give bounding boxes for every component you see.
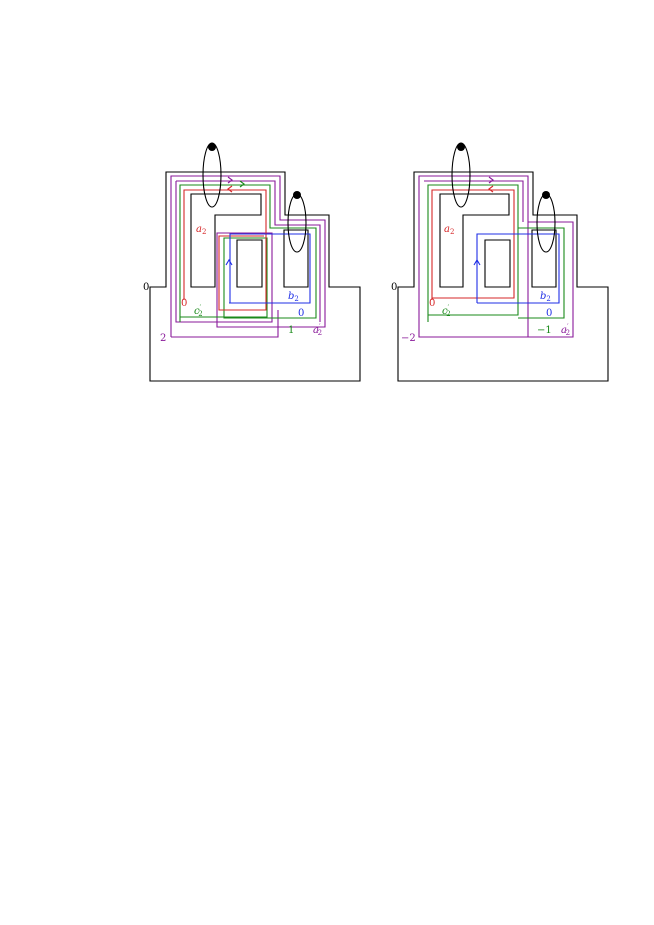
right-label-b2: b2 [540, 291, 551, 303]
left-label-purple-2: 2 [160, 333, 166, 344]
right-label-a2p: a′2 [561, 323, 570, 337]
left-arrow-blue [225, 258, 233, 266]
right-label-green-m1: −1 [537, 325, 552, 336]
right-ellipse-2 [536, 193, 556, 253]
right-dot-1 [457, 143, 465, 151]
left-curve-a2p-inner [176, 180, 321, 322]
right-curve-purple-left [418, 175, 529, 338]
left-handle-outline [149, 171, 361, 382]
right-slot-right [531, 229, 557, 288]
right-label-blue-0: 0 [546, 308, 552, 319]
right-label-framing: 0 [391, 282, 397, 293]
left-curve-a2 [183, 189, 267, 311]
right-handle-outline [397, 171, 609, 382]
left-label-b2: b2 [288, 291, 299, 303]
right-dot-2 [542, 191, 550, 199]
right-diagram [397, 142, 609, 382]
left-arrow-purple [227, 176, 233, 184]
left-ellipse-1 [202, 142, 222, 208]
left-curve-c2p [179, 184, 317, 322]
right-label-purple-m2: −2 [401, 333, 416, 344]
left-curve-purple-bottom [171, 310, 279, 338]
right-slot-inner [484, 239, 511, 288]
left-label-c2p: c′2 [194, 304, 203, 318]
left-slot-outer [190, 193, 262, 288]
right-ellipse-1 [451, 142, 471, 208]
left-arrow-red [227, 185, 233, 193]
right-curve-green-right [518, 227, 565, 319]
left-label-a2: a2 [196, 224, 206, 236]
left-label-green-1: 1 [288, 325, 294, 336]
right-curve-a2 [431, 189, 515, 300]
right-curve-b2 [476, 233, 560, 304]
right-label-a2: a2 [444, 224, 454, 236]
left-slot-inner [236, 239, 263, 288]
left-dot-1 [208, 143, 216, 151]
left-arrow-green [239, 180, 245, 188]
left-curve-a2p-outer [170, 175, 326, 337]
left-slot-right [283, 229, 309, 288]
left-label-red-0: 0 [181, 298, 187, 309]
left-label-a2p: a′2 [313, 323, 322, 337]
left-label-framing: 0 [143, 282, 149, 293]
left-ellipse-2 [287, 193, 307, 253]
right-curve-c2p [427, 184, 519, 322]
right-label-c2p: c′2 [442, 304, 451, 318]
right-label-red-0: 0 [429, 298, 435, 309]
right-curve-purple-inner [424, 180, 524, 222]
left-label-blue-0: 0 [298, 308, 304, 319]
left-diagram [149, 142, 361, 382]
right-arrow-blue [473, 258, 481, 266]
left-dot-2 [293, 191, 301, 199]
left-curve-b2 [229, 233, 311, 304]
right-curve-a2p [528, 221, 574, 338]
right-slot-outer [439, 193, 510, 288]
right-arrow-purple [488, 176, 494, 184]
right-arrow-red [488, 185, 494, 193]
